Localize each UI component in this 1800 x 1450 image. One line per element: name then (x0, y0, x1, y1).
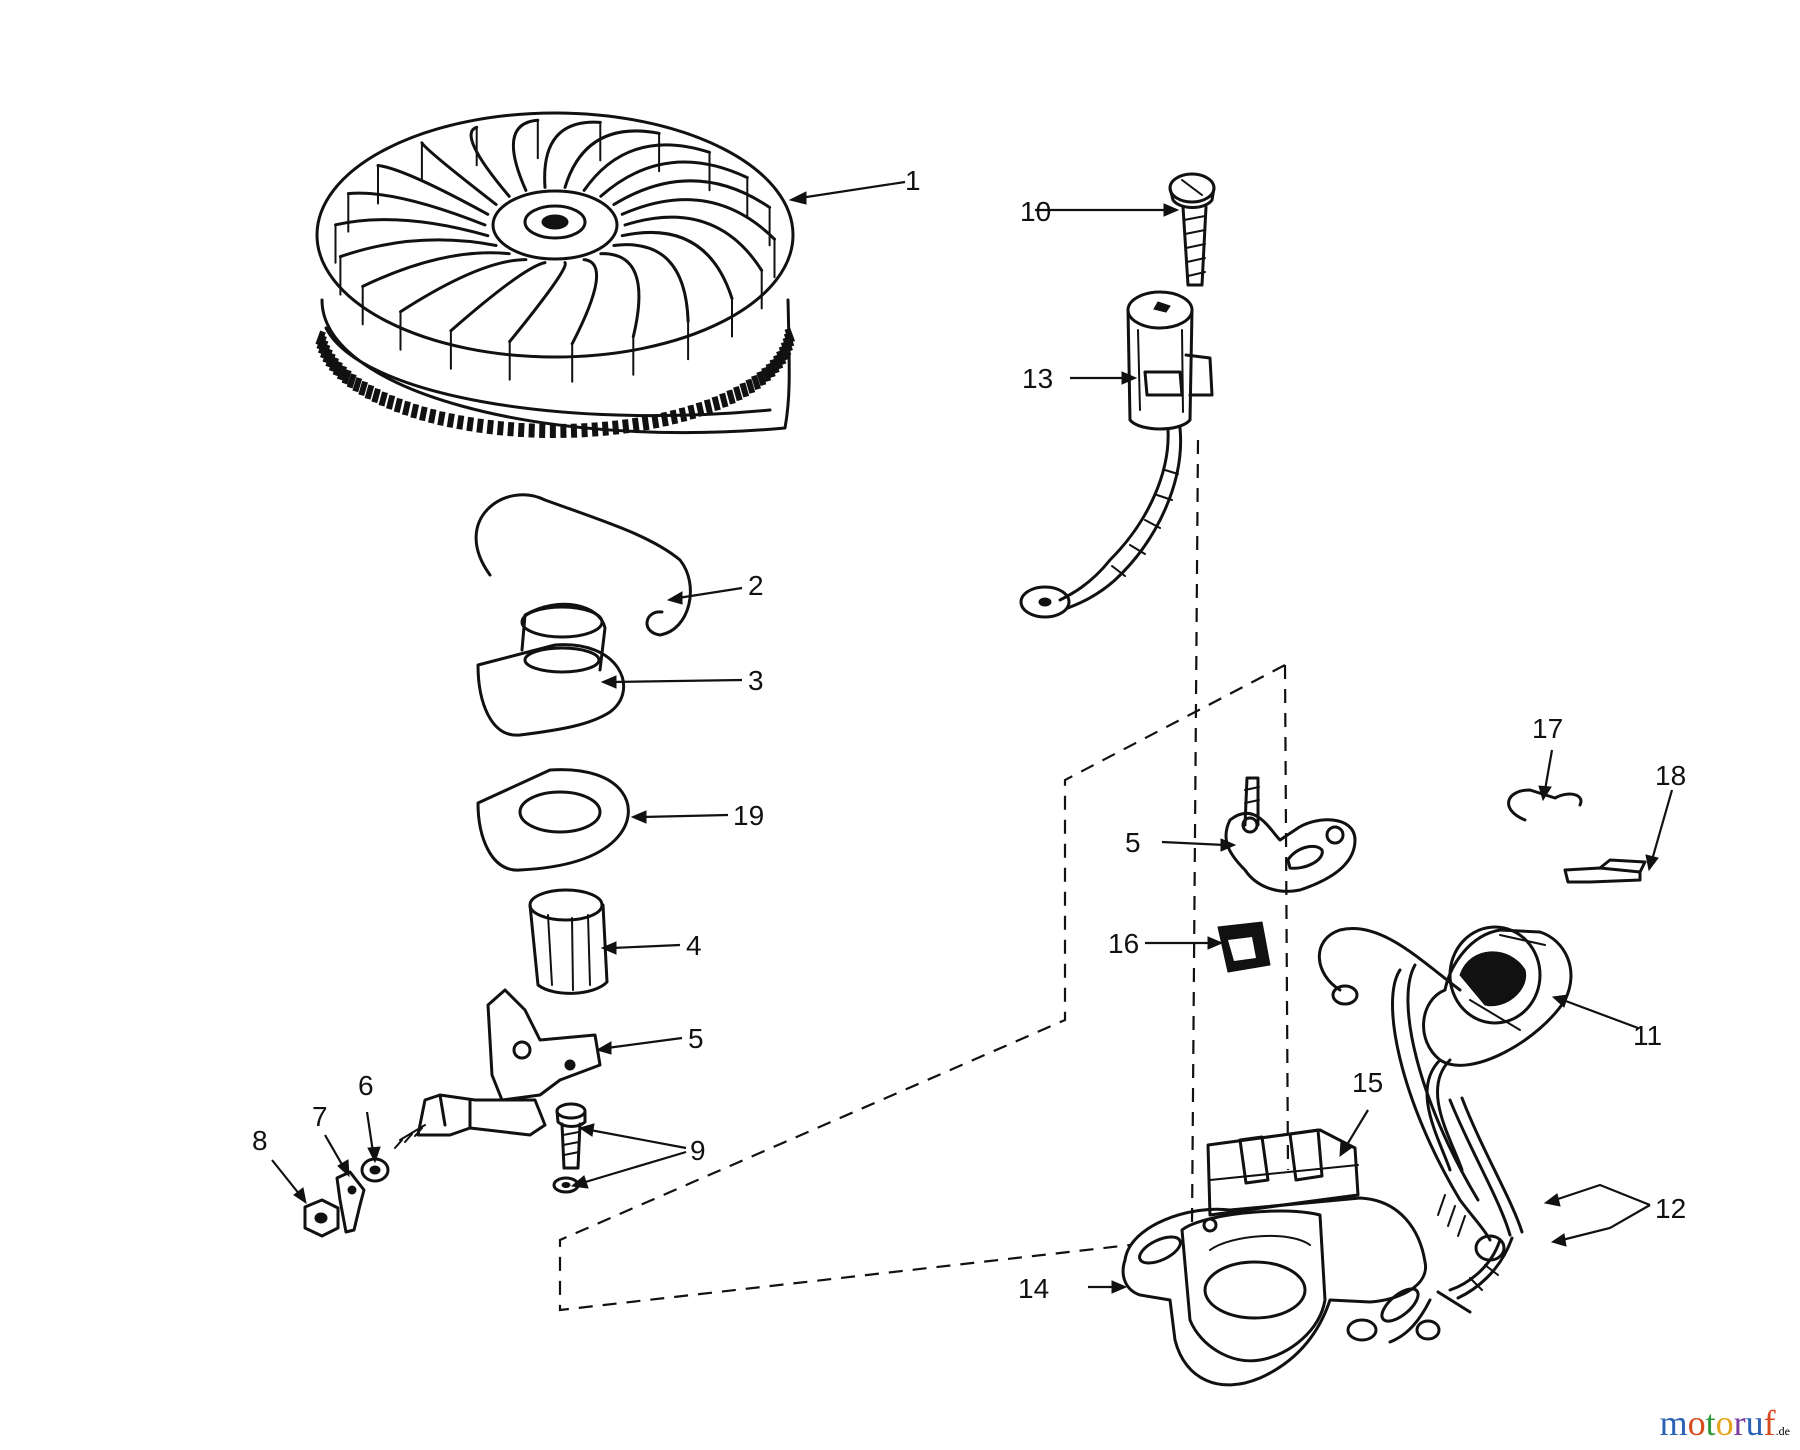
callout-1: 1 (905, 165, 921, 196)
callout-10: 10 (1020, 196, 1051, 227)
callout-16: 16 (1108, 928, 1139, 959)
spacer-washer (476, 768, 630, 872)
callout-4: 4 (686, 930, 702, 961)
wire-clip (1507, 788, 1583, 822)
callout-numbers: 1 2 3 4 5 5 6 7 8 9 10 11 12 13 14 15 16… (252, 165, 1686, 1304)
breaker-plate (1224, 776, 1357, 893)
callout-2: 2 (748, 570, 764, 601)
callout-14: 14 (1018, 1273, 1049, 1304)
condenser-screw (1168, 172, 1216, 287)
callout-17: 17 (1532, 713, 1563, 744)
watermark-suffix: .de (1775, 1424, 1790, 1438)
callout-5-breaker-plate: 5 (1125, 827, 1141, 858)
callout-7: 7 (312, 1101, 328, 1132)
felt-pad (1217, 921, 1271, 973)
terminal (335, 1170, 366, 1234)
callout-19: 19 (733, 800, 764, 831)
spring-clip (474, 493, 692, 637)
cam-plate (476, 602, 626, 737)
dashed-assembly-lines (558, 439, 1290, 1312)
nut (303, 1198, 340, 1238)
flywheel (315, 111, 795, 439)
watermark-logo: motoruf.de (1660, 1402, 1790, 1444)
bushing (528, 888, 609, 995)
callout-5-contact-arm: 5 (688, 1023, 704, 1054)
watermark-letter: r (1733, 1403, 1746, 1443)
callout-3: 3 (748, 665, 764, 696)
watermark-letter: m (1659, 1403, 1688, 1443)
magneto-housing (1121, 1128, 1427, 1387)
condenser (1019, 290, 1214, 619)
watermark-letter: t (1705, 1403, 1716, 1443)
watermark-letter: f (1763, 1403, 1776, 1443)
callout-6: 6 (358, 1070, 374, 1101)
watermark-letter: u (1745, 1403, 1764, 1443)
callout-12: 12 (1655, 1193, 1686, 1224)
callout-13: 13 (1022, 363, 1053, 394)
callout-15: 15 (1352, 1067, 1383, 1098)
watermark-letter: o (1687, 1403, 1706, 1443)
callout-18: 18 (1655, 760, 1686, 791)
contact-arm (394, 988, 602, 1149)
leader-lines (271, 180, 1674, 1294)
callout-8: 8 (252, 1125, 268, 1156)
small-bracket (1563, 858, 1647, 884)
callout-9: 9 (690, 1135, 706, 1166)
callout-11: 11 (1633, 1020, 1662, 1051)
ignition-coil (1317, 925, 1573, 1172)
watermark-letter: o (1715, 1403, 1734, 1443)
coil-leads (1346, 963, 1524, 1344)
